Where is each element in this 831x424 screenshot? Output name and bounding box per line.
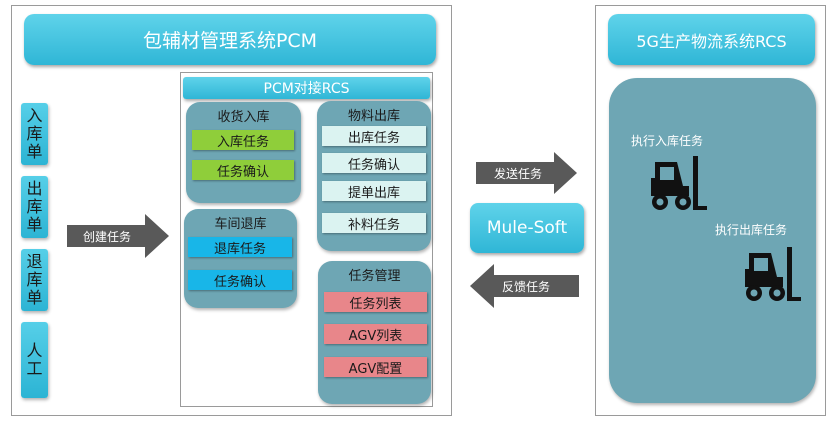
task-list[interactable]: 任务列表 bbox=[324, 292, 427, 312]
side-tab-return-order[interactable]: 退库单 bbox=[21, 249, 48, 311]
mule-soft-box: Mule-Soft bbox=[470, 203, 584, 253]
side-tab-manual[interactable]: 人工 bbox=[21, 322, 48, 398]
receiving-inbound-task[interactable]: 入库任务 bbox=[192, 130, 294, 150]
return-task-confirm[interactable]: 任务确认 bbox=[188, 270, 292, 290]
receiving-task-confirm[interactable]: 任务确认 bbox=[192, 160, 294, 180]
create-task-label: 创建任务 bbox=[83, 229, 132, 244]
pcm-rcs-label: PCM对接RCS bbox=[263, 81, 350, 97]
outbound-bill-out[interactable]: 提单出库 bbox=[322, 181, 426, 201]
group-task-management: 任务管理 任务列表 AGV列表 AGV配置 bbox=[318, 261, 431, 404]
pcm-title: 包辅材管理系统PCM bbox=[142, 30, 318, 52]
create-task-arrow: 创建任务 bbox=[67, 214, 169, 258]
forklift-icon bbox=[741, 247, 801, 305]
send-task-arrow: 发送任务 bbox=[476, 152, 577, 194]
outbound-replenish-task[interactable]: 补料任务 bbox=[322, 213, 426, 233]
side-tab-inbound-order[interactable]: 入库单 bbox=[21, 103, 48, 165]
feedback-task-arrow: 反馈任务 bbox=[470, 264, 579, 308]
group-receiving-title: 收货入库 bbox=[217, 110, 270, 125]
pcm-rcs-bar: PCM对接RCS bbox=[183, 77, 430, 99]
forklift-icon bbox=[647, 156, 707, 214]
pcm-title-bar: 包辅材管理系统PCM bbox=[24, 14, 436, 65]
feedback-task-label: 反馈任务 bbox=[502, 279, 551, 294]
agv-list[interactable]: AGV列表 bbox=[324, 324, 427, 344]
agv-config[interactable]: AGV配置 bbox=[324, 357, 427, 377]
group-task-management-title: 任务管理 bbox=[348, 269, 401, 284]
side-tab-label: 退库单 bbox=[26, 252, 43, 307]
side-tab-outbound-order[interactable]: 出库单 bbox=[21, 176, 48, 238]
group-return-title: 车间退库 bbox=[214, 217, 267, 232]
outbound-task[interactable]: 出库任务 bbox=[322, 126, 426, 146]
side-tab-label: 出库单 bbox=[26, 179, 43, 234]
mule-soft-label: Mule-Soft bbox=[486, 218, 568, 238]
group-outbound-title: 物料出库 bbox=[347, 109, 400, 124]
send-task-label: 发送任务 bbox=[494, 166, 543, 181]
return-task[interactable]: 退库任务 bbox=[188, 237, 292, 257]
rcs-outbound-task-label: 执行出库任务 bbox=[715, 223, 788, 237]
rcs-inbound-task-label: 执行入库任务 bbox=[631, 134, 704, 148]
group-outbound: 物料出库 出库任务 任务确认 提单出库 补料任务 bbox=[317, 101, 431, 251]
group-receiving: 收货入库 入库任务 任务确认 bbox=[186, 102, 301, 203]
rcs-title: 5G生产物流系统RCS bbox=[636, 31, 787, 51]
rcs-title-bar: 5G生产物流系统RCS bbox=[608, 14, 815, 65]
side-tab-label: 入库单 bbox=[26, 106, 43, 161]
outbound-task-confirm[interactable]: 任务确认 bbox=[322, 153, 426, 173]
group-return: 车间退库 退库任务 任务确认 bbox=[184, 209, 297, 308]
side-tab-label: 人工 bbox=[26, 341, 43, 378]
rcs-execution-area: 执行入库任务 执行出库任务 bbox=[609, 78, 816, 403]
